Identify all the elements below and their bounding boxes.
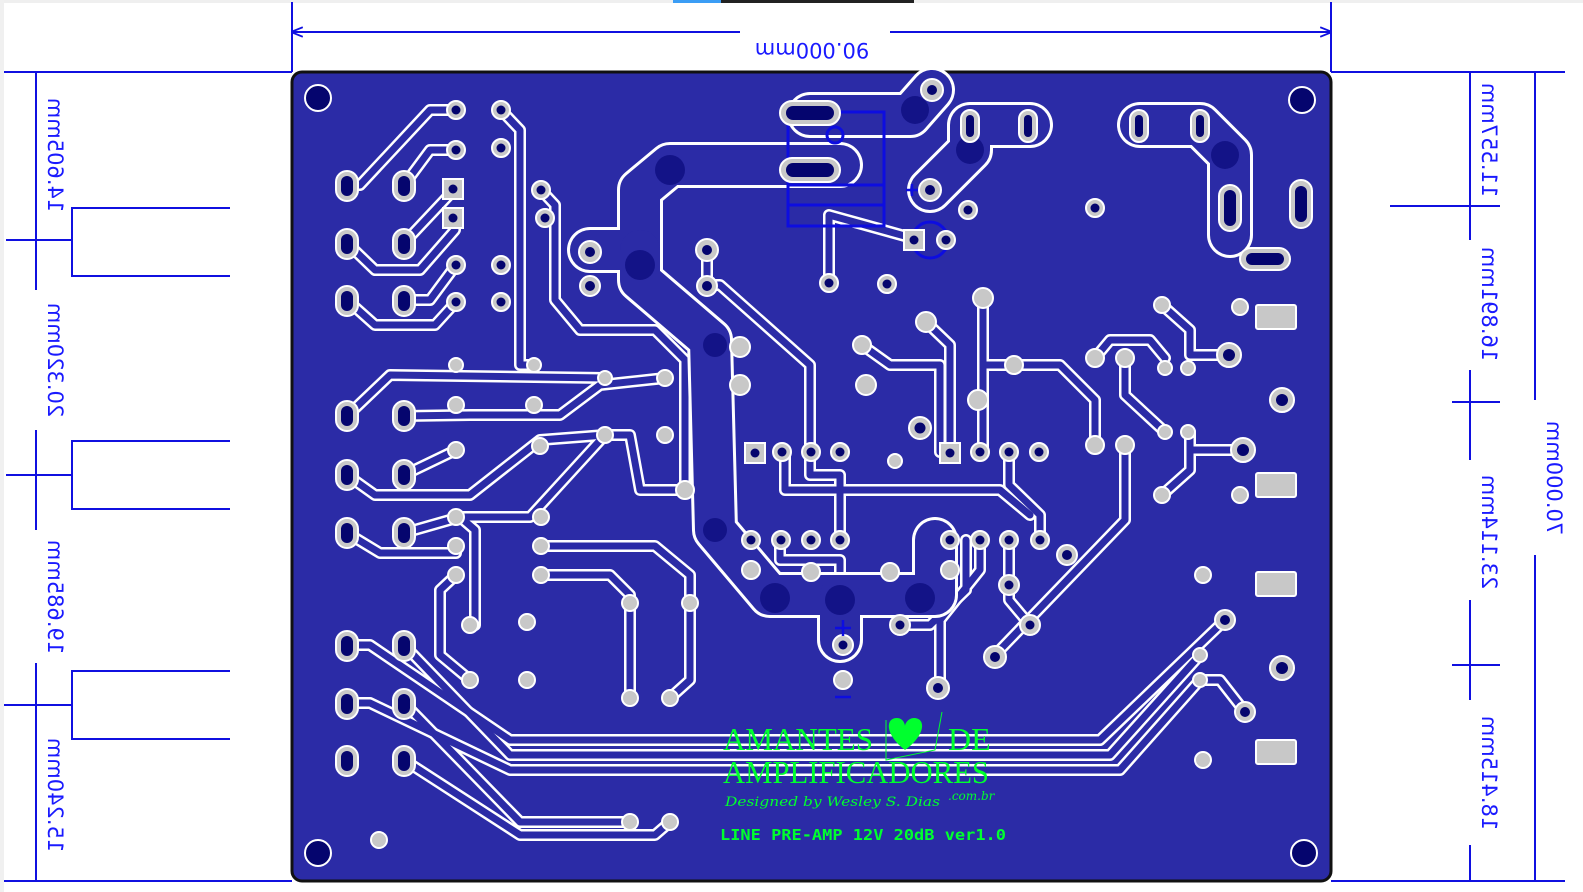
dim-left-1: 14.605mm (43, 98, 67, 212)
mounting-holes (304, 84, 1318, 867)
dim-right-1: 11.557mm (1477, 83, 1501, 197)
board-label: LINE PRE-AMP 12V 20dB ver1.0 (720, 826, 1006, 844)
logo-frame-icon (885, 711, 943, 761)
smd-pads (1255, 304, 1297, 765)
dim-right-4: 18.415mm (1477, 716, 1501, 830)
logo-de: DE (948, 721, 991, 757)
logo-amplificadores: AMPLIFICADORES (723, 754, 989, 790)
dim-left-2: 20.320mm (43, 303, 67, 417)
dim-left-4: 15.240mm (43, 738, 67, 852)
logo: AMANTES DE AMPLIFICADORES Designed by We… (723, 711, 996, 810)
dim-right-3: 23.114mm (1477, 475, 1501, 589)
dim-width-label: 90.000mm (755, 38, 869, 62)
left-edge (0, 0, 4, 892)
dim-left-3: 19.685mm (43, 540, 67, 654)
jack-pads (335, 100, 1313, 777)
polarity-markers (835, 184, 918, 699)
dimension-lines (4, 2, 1565, 882)
logo-signature: Designed by Wesley S. Dias (724, 795, 941, 810)
heart-icon (888, 718, 923, 750)
dim-height-label: 70.000mm (1542, 421, 1566, 535)
dimension-labels: 90.000mm 14.605mm 20.320mm 19.685mm 15.2… (43, 38, 1566, 852)
round-pads (370, 78, 1295, 849)
logo-amantes: AMANTES (723, 721, 873, 757)
dim-right-2: 16.891mm (1477, 247, 1501, 361)
logo-domain: .com.br (948, 789, 996, 803)
window-top-bar (0, 0, 1583, 3)
active-tab-indicator (673, 0, 721, 3)
tab-strip (721, 0, 914, 3)
